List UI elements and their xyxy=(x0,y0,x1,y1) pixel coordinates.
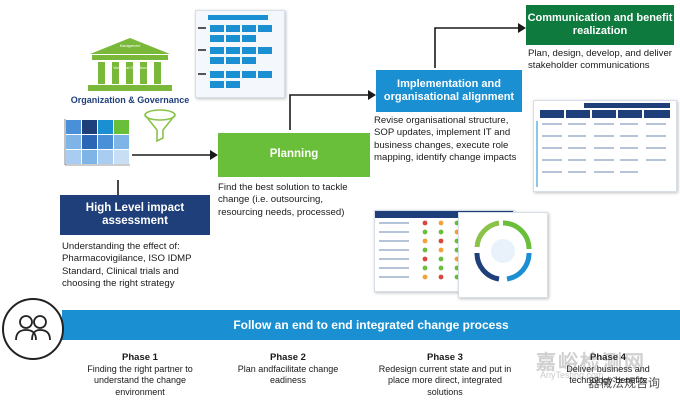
stage-planning-description: Find the best solution to tackle change … xyxy=(218,182,348,218)
stage-impact-title: High Level impact assessment xyxy=(85,201,185,227)
phase-4-description: Deliver business and technology benefits xyxy=(566,364,650,386)
stage-impact-assessment: High Level impact assessment xyxy=(60,195,210,235)
phase-1-description: Finding the right partner to understand … xyxy=(87,364,193,397)
governance-building-icon: Management Vision and Objectives Organiz… xyxy=(70,36,190,108)
phase-2-description: Plan andfacilitate change eadiness xyxy=(237,364,339,386)
implementation-table-thumbnail xyxy=(533,100,677,192)
people-icon xyxy=(2,298,64,360)
stage-communication-description: Plan, design, develop, and deliver stake… xyxy=(528,48,673,72)
banner-background xyxy=(62,310,680,340)
planning-document-thumbnail xyxy=(195,10,285,98)
stage-impact-description: Understanding the effect of: Pharmacovig… xyxy=(62,241,192,289)
phase-4-title: Phase 4 xyxy=(590,352,626,363)
phase-3-title: Phase 3 xyxy=(427,352,463,363)
banner-text: Follow an end to end integrated change p… xyxy=(233,318,509,332)
phase-3-description: Redesign current state and put in place … xyxy=(378,364,512,397)
building-line-1: Management xyxy=(119,44,141,48)
governance-label: Organization & Governance xyxy=(70,95,190,105)
stage-planning: Planning xyxy=(218,133,370,177)
cycle-diagram-thumbnail xyxy=(458,212,548,298)
process-banner: Follow an end to end integrated change p… xyxy=(62,310,680,340)
impact-matrix-thumbnail xyxy=(60,118,132,180)
stage-planning-title: Planning xyxy=(269,148,319,161)
stage-implementation-title: Implementation and organisational alignm… xyxy=(383,78,515,103)
stage-implementation-description: Revise organisational structure, SOP upd… xyxy=(374,115,517,163)
phase-2-title: Phase 2 xyxy=(270,352,306,363)
building-line-2: Vision and Objectives xyxy=(113,66,147,70)
funnel-icon xyxy=(142,108,178,144)
stage-implementation: Implementation and organisational alignm… xyxy=(376,70,522,112)
stage-communication: Communication and benefit realization xyxy=(526,5,674,45)
stage-communication-title: Communication and benefit realization xyxy=(527,12,673,37)
phase-1-title: Phase 1 xyxy=(122,352,158,363)
